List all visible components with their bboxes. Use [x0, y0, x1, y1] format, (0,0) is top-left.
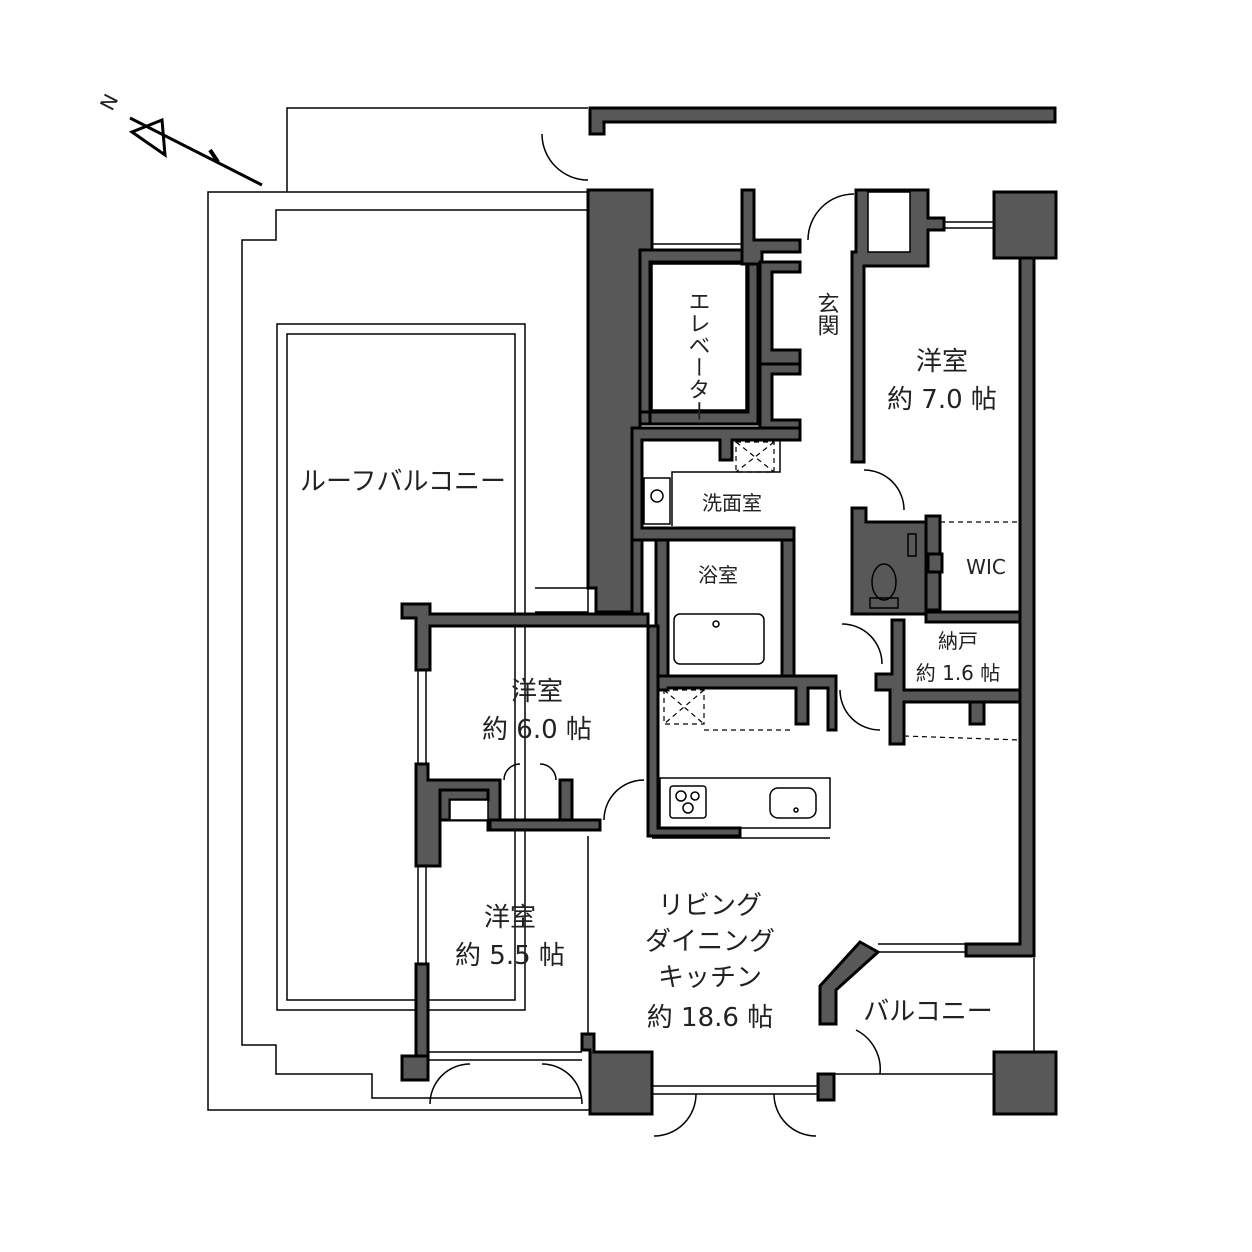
walls: [400, 106, 1058, 1116]
western-room-2-size: 約 6.0 帖: [482, 715, 592, 745]
roof-balcony-area: [207, 107, 590, 1111]
ldk-label-line1: リビング: [658, 891, 762, 921]
roof-balcony-label: ルーフバルコニー: [300, 467, 506, 497]
washroom-label: 洗面室: [702, 491, 762, 515]
north-compass-icon: N: [95, 90, 263, 187]
bathroom-label: 浴室: [698, 563, 738, 587]
storage-label: 納戸: [938, 629, 978, 653]
ldk-label-line2: ダイニング: [645, 927, 775, 957]
ldk-label-line3: キッチン: [658, 963, 762, 993]
western-room-1-size: 約 7.0 帖: [887, 385, 997, 415]
storage-size: 約 1.6 帖: [916, 661, 1001, 685]
western-room-3-label: 洋室: [484, 903, 536, 933]
western-room-3-size: 約 5.5 帖: [455, 941, 565, 971]
interior-fixtures: [417, 133, 1035, 1137]
balcony-label: バルコニー: [863, 997, 992, 1027]
compass-north-letter: N: [95, 90, 123, 114]
entrance-label: 玄関: [814, 292, 839, 336]
ldk-size: 約 18.6 帖: [647, 1003, 773, 1033]
western-room-2-label: 洋室: [511, 677, 563, 707]
wic-label: WIC: [966, 555, 1006, 579]
western-room-1-label: 洋室: [916, 347, 968, 377]
elevator-label: エレベーター: [685, 290, 710, 422]
